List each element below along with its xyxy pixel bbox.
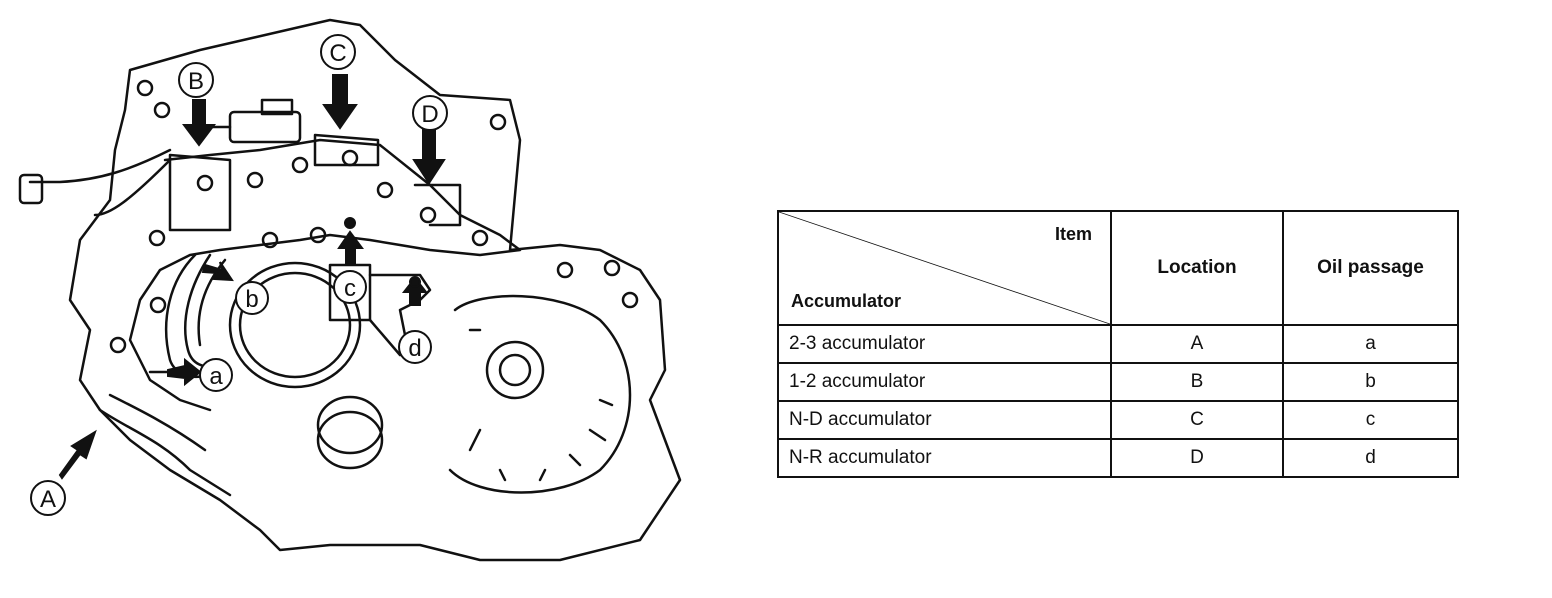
row-name: 1-2 accumulator (777, 362, 1112, 402)
row-passage: c (1282, 400, 1459, 440)
row-location: A (1110, 324, 1284, 364)
case-outline (68, 18, 682, 562)
arrow-passage-a (167, 357, 202, 387)
svg-text:B: B (188, 68, 204, 95)
svg-text:C: C (329, 40, 346, 67)
callout-a: A (30, 480, 66, 516)
svg-text:a: a (209, 363, 223, 390)
arrow-passage-d (401, 276, 429, 306)
callout-c: C (320, 34, 356, 70)
arrow-d (412, 129, 446, 185)
svg-text:d: d (408, 335, 421, 362)
arrow-passage-b (201, 261, 234, 282)
callout-passage-c: c (333, 270, 367, 304)
accumulator-table: Item Accumulator Location Oil passage 2-… (777, 210, 1459, 478)
row-passage: a (1282, 324, 1459, 364)
diagonal-header-cell: Item Accumulator (777, 210, 1112, 326)
transmission-case-drawing: A B C D a b c d (18, 18, 682, 562)
table-row: 2-3 accumulator A a (777, 324, 1459, 364)
row-passage: d (1282, 438, 1459, 478)
svg-text:c: c (344, 275, 356, 302)
callout-passage-d: d (398, 330, 432, 364)
svg-text:A: A (40, 486, 56, 513)
callout-b: B (178, 62, 214, 98)
callout-passage-a: a (199, 358, 233, 392)
row-location: D (1110, 438, 1284, 478)
callout-passage-b: b (235, 281, 269, 315)
arrow-c (322, 74, 358, 130)
table-header-row: Item Accumulator Location Oil passage (777, 210, 1459, 326)
svg-text:b: b (245, 286, 258, 313)
arrow-b (182, 99, 216, 147)
column-header-oil-passage: Oil passage (1282, 210, 1459, 326)
column-header-location: Location (1110, 210, 1284, 326)
callout-d: D (412, 95, 448, 131)
header-accumulator-label: Accumulator (791, 291, 902, 311)
row-name: N-D accumulator (777, 400, 1112, 440)
diagonal-line (779, 212, 1110, 324)
table-row: N-D accumulator C c (777, 400, 1459, 440)
table-row: 1-2 accumulator B b (777, 362, 1459, 402)
row-name: 2-3 accumulator (777, 324, 1112, 364)
row-passage: b (1282, 362, 1459, 402)
row-location: C (1110, 400, 1284, 440)
arrow-a (58, 429, 97, 480)
table-row: N-R accumulator D d (777, 438, 1459, 478)
arrow-passage-c (337, 230, 364, 266)
row-name: N-R accumulator (777, 438, 1112, 478)
header-item-label: Item (1054, 224, 1092, 244)
svg-text:D: D (421, 101, 438, 128)
row-location: B (1110, 362, 1284, 402)
